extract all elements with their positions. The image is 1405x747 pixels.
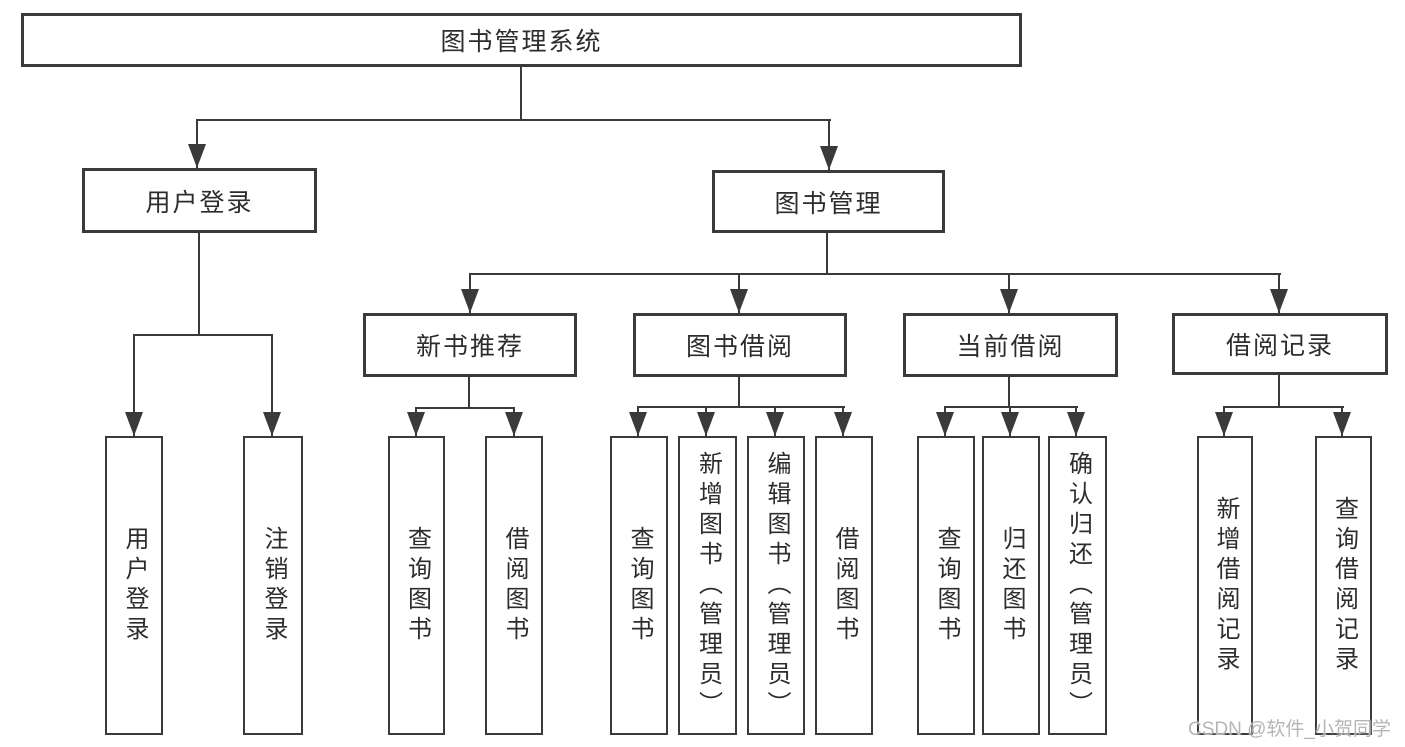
leaf-records-add-label: 新增借阅记录 <box>1212 495 1239 676</box>
connector-leaf-drop <box>271 334 273 436</box>
arrowhead-down-icon <box>766 412 784 436</box>
leaf-current-return-label: 归还图书 <box>998 525 1025 646</box>
node-current-borrow: 当前借阅 <box>903 313 1118 377</box>
node-book-borrow: 图书借阅 <box>633 313 847 377</box>
leaf-current-confirm-label: 确认归还（管理员） <box>1064 450 1092 721</box>
node-root: 图书管理系统 <box>21 13 1022 67</box>
leaf-user-login-label: 用户登录 <box>121 525 148 646</box>
node-book-mgmt-label: 图书管理 <box>774 189 883 218</box>
leaf-newbooks-query: 查询图书 <box>388 436 445 735</box>
node-user-login: 用户登录 <box>82 168 317 233</box>
node-new-books: 新书推荐 <box>363 313 577 377</box>
connector-user-login-stub <box>198 232 200 336</box>
connector-book-mgmt-drop <box>828 119 830 170</box>
leaf-logout: 注销登录 <box>243 436 303 735</box>
leaf-current-query: 查询图书 <box>917 436 975 735</box>
leaf-borrow-borrow: 借阅图书 <box>815 436 873 735</box>
leaf-current-return: 归还图书 <box>982 436 1040 735</box>
leaf-borrow-edit-label: 编辑图书（管理员） <box>763 450 790 721</box>
arrowhead-down-icon <box>1333 412 1351 436</box>
arrowhead-down-icon <box>1215 412 1233 436</box>
connector-current-borrow-rail <box>944 406 1078 408</box>
node-user-login-label: 用户登录 <box>145 188 254 217</box>
leaf-borrow-add-label: 新增图书（管理员） <box>694 450 722 721</box>
node-new-books-label: 新书推荐 <box>415 333 524 361</box>
connector-book-mgmt-stub <box>826 232 828 275</box>
connector-leaf-drop <box>133 334 135 436</box>
arrowhead-down-icon <box>407 412 425 436</box>
leaf-newbooks-borrow-label: 借阅图书 <box>501 525 528 646</box>
node-current-borrow-label: 当前借阅 <box>956 333 1065 361</box>
arrowhead-down-icon <box>834 412 852 436</box>
arrowhead-down-icon <box>461 289 479 313</box>
connector-new-books-rail <box>415 407 515 409</box>
arrowhead-down-icon <box>936 412 954 436</box>
leaf-newbooks-query-label: 查询图书 <box>403 525 431 646</box>
connector-book-borrow-rail <box>637 406 845 408</box>
connector-user-login-drop <box>196 119 198 168</box>
connector-borrow-records-rail <box>1223 406 1344 408</box>
leaf-current-query-label: 查询图书 <box>933 525 960 646</box>
connector-current-borrow-stub <box>1008 375 1010 408</box>
arrowhead-down-icon <box>820 146 838 170</box>
leaf-borrow-query-label: 查询图书 <box>626 525 653 646</box>
arrowhead-down-icon <box>1000 289 1018 313</box>
leaf-newbooks-borrow: 借阅图书 <box>485 436 543 735</box>
node-borrow-records: 借阅记录 <box>1172 313 1388 375</box>
arrowhead-down-icon <box>1270 289 1288 313</box>
connector-borrow-records-stub <box>1278 373 1280 408</box>
arrowhead-down-icon <box>125 412 143 436</box>
node-borrow-records-label: 借阅记录 <box>1225 332 1334 360</box>
connector-book-borrow-stub <box>738 375 740 408</box>
arrowhead-down-icon <box>505 412 523 436</box>
leaf-borrow-query: 查询图书 <box>610 436 668 735</box>
leaf-borrow-add: 新增图书（管理员） <box>678 436 737 735</box>
leaf-records-add: 新增借阅记录 <box>1197 436 1253 735</box>
leaf-borrow-borrow-label: 借阅图书 <box>831 525 858 646</box>
arrowhead-down-icon <box>1067 412 1085 436</box>
arrowhead-down-icon <box>263 412 281 436</box>
leaf-current-confirm: 确认归还（管理员） <box>1048 436 1107 735</box>
arrowhead-down-icon <box>629 412 647 436</box>
node-book-mgmt: 图书管理 <box>712 170 945 233</box>
connector-level2-rail <box>469 273 1281 275</box>
connector-user-login-rail <box>133 334 273 336</box>
arrowhead-down-icon <box>730 289 748 313</box>
arrowhead-down-icon <box>1001 412 1019 436</box>
leaf-borrow-edit: 编辑图书（管理员） <box>747 436 805 735</box>
arrowhead-down-icon <box>188 144 206 168</box>
node-book-borrow-label: 图书借阅 <box>685 333 794 361</box>
leaf-logout-label: 注销登录 <box>260 525 287 646</box>
connector-root-stub <box>520 66 522 121</box>
leaf-user-login: 用户登录 <box>105 436 163 735</box>
node-root-label: 图书管理系统 <box>440 28 603 56</box>
leaf-records-query-label: 查询借阅记录 <box>1330 495 1358 676</box>
leaf-records-query: 查询借阅记录 <box>1315 436 1372 735</box>
connector-level1-rail <box>196 119 831 121</box>
csdn-watermark: CSDN @软件_小贺同学 <box>1188 719 1391 740</box>
connector-new-books-stub <box>468 375 470 409</box>
arrowhead-down-icon <box>697 412 715 436</box>
